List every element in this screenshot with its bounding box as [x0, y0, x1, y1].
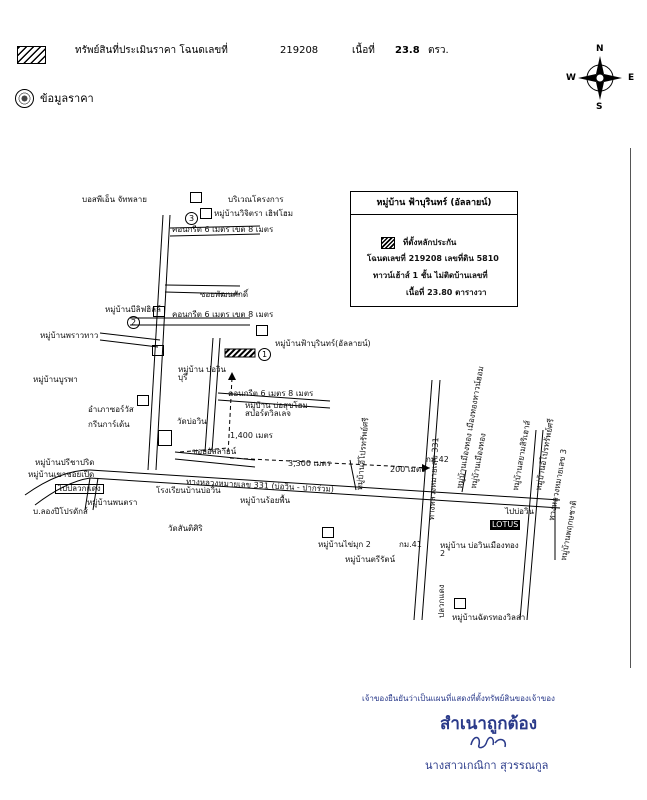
label-concrete-road-3: คอนกรีต 6 เมตร 8 เมตร — [228, 389, 314, 398]
label-amphoe: อำเภาซอร์วัส — [88, 405, 134, 414]
label-village-faburin: หมู่บ้านฟ้าบุรินทร์(อัลลายน์) — [275, 339, 371, 348]
label-soi-a: ซอยพัฒนศักดิ์ — [200, 290, 249, 299]
stamp-certified: สำเนาถูกต้อง — [440, 714, 538, 734]
label-dist-3300: 3,300 เมตร — [288, 459, 331, 468]
label-village-bili: หมู่บ้านบีลิฟฮิลล์ — [105, 305, 161, 314]
label-village-chatra: หมู่บ้านฉัตรทองวิลล่า — [452, 613, 526, 622]
compass-s: S — [596, 102, 603, 112]
label-dist-200: 200 เมตร — [390, 465, 426, 474]
label-wat-bowin: วัดบ่อวิน — [177, 417, 207, 426]
label-dist-1400: 1,400 เมตร — [230, 431, 273, 440]
label-village-sri3: หมู่บ้านพนตรา — [87, 498, 138, 507]
hatch-swatch — [17, 46, 46, 64]
label-pluak-daeng: ปลวกแดง — [437, 584, 446, 618]
label-village-pruet: หมู่บ้านปรีชาปริด — [35, 458, 95, 467]
label-village-roi: หมู่บ้านร้อยพื้น — [240, 496, 291, 505]
legend-line1: โฉนดเลขที่ 219208 เลขที่ดิน 5810 — [367, 254, 499, 263]
label-village-trirat: หมู่บ้านตรีรัตน์ — [345, 555, 396, 564]
header-price-info: ข้อมูลราคา — [40, 92, 94, 105]
marker-3: 3 — [185, 212, 198, 225]
house-icon — [153, 306, 165, 317]
compass-w: W — [566, 73, 576, 83]
header-area-label: เนื้อที่ — [352, 45, 375, 56]
label-village-ubon: หมู่บ้าน บ่อสุขโฮมสปอร์ตวิลเลจ — [245, 401, 308, 418]
label-village-bowin2: หมู่บ้าน บ่อวินเมืองทอง 2 — [440, 541, 519, 558]
label-km42: กม.42 — [426, 455, 449, 464]
header-area-value: 23.8 — [395, 45, 420, 56]
header-deed-no: 219208 — [280, 45, 319, 56]
legend-title: หมู่บ้าน ฟ้าบุรินทร์ (อัลลายน์) — [351, 192, 517, 215]
label-project-area: บริเวณโครงการ — [228, 195, 284, 204]
house-icon — [152, 345, 164, 356]
temple-icon — [158, 430, 172, 446]
house-icon — [256, 325, 268, 336]
label-krinkarden: กรีนการ์เด้น — [88, 420, 130, 429]
label-concrete-road-1: คอนกรีต 6 เมตร เขต 8 เมตร — [172, 225, 274, 234]
label-lotus: LOTUS — [490, 520, 521, 530]
header-area-unit: ตรว. — [428, 45, 449, 56]
label-village-khu: หมู่บ้านไข่มุก 2 — [318, 540, 371, 549]
label-village-3: หมู่บ้านวิจิตรา เฮิฟโฮม — [214, 209, 294, 218]
signature-icon — [467, 733, 511, 751]
house-icon — [137, 395, 149, 406]
label-school: โรงเรียนบ้านบ่อวิน — [156, 486, 221, 495]
compass-n: N — [596, 44, 604, 54]
house-icon — [454, 598, 466, 609]
legend-line3: เนื้อที่ 23.80 ตารางวา — [406, 288, 487, 297]
label-village-khao: หมู่บ้านเขาชอยเปิด — [28, 470, 95, 479]
label-village-phrao: หมู่บ้านพราวทาว — [40, 331, 99, 340]
compass: N S W E — [560, 44, 640, 114]
marker-1: 1 — [258, 348, 271, 361]
house-icon — [322, 527, 334, 538]
stamp-name: นางสาวเกณิกา สุวรรณกูล — [425, 759, 549, 772]
label-seven-eleven: บอสพีเอ็น จัทพลาย — [82, 195, 147, 204]
page-edge — [630, 148, 631, 668]
label-road-pluak: ไปปลวกแดง — [55, 484, 104, 494]
house-icon — [190, 192, 202, 203]
label-village-bowin: หมู่บ้าน บ่อวินบุรี — [178, 365, 226, 382]
marker-2: 2 — [127, 316, 140, 329]
legend-line2: ทาวน์เฮ้าส์ 1 ชั้น ไม่ติดบ้านเลขที่ — [373, 271, 488, 280]
label-bbp: บ.ลองปีโปรดักส์ — [33, 507, 88, 516]
label-village-burapha: หมู่บ้านบูรพา — [33, 375, 78, 384]
label-km41: กม.41 — [399, 540, 422, 549]
label-sign-bo: ไปบ่อวิน — [505, 507, 534, 516]
price-icon — [15, 89, 34, 108]
header-property-text: ทรัพย์สินที่ประเมินราคา โฉนดเลขที่ — [75, 45, 228, 56]
label-soi-allaine: ซอยอัลลายน์ — [192, 447, 237, 456]
label-concrete-road-2: คอนกรีต 6 เมตร เขต 8 เมตร — [172, 310, 274, 319]
label-wat-sanyasiri: วัดสันติศิริ — [168, 524, 203, 533]
stamp-note: เจ้าของยืนยันว่าเป็นแผนที่แสดงที่ตั้งทรั… — [362, 694, 555, 703]
house-icon — [200, 208, 212, 219]
legend-marker-swatch — [381, 237, 395, 249]
legend-marker-label: ที่ตั้งหลักประกัน — [403, 238, 457, 247]
compass-rose-icon — [578, 56, 622, 100]
compass-e: E — [628, 73, 635, 83]
legend-box: หมู่บ้าน ฟ้าบุรินทร์ (อัลลายน์) ที่ตั้งห… — [350, 191, 518, 307]
